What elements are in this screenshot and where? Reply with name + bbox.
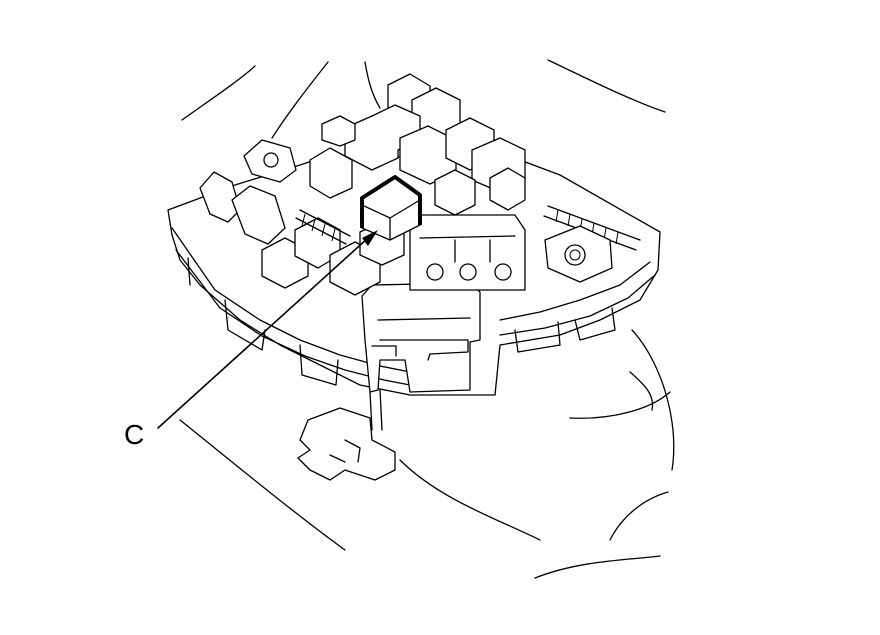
callout-leader-c [157,230,378,429]
battery-terminal [544,225,613,283]
highlighted-relay [360,175,422,241]
arrowhead-icon [362,230,378,246]
center-bracket [361,282,481,431]
relay-grid [261,73,526,296]
harness-connector [297,407,396,481]
left-clip-group [199,139,297,245]
right-connector-block [409,214,526,291]
callout-label-c: C [124,419,145,450]
engine-bay-context-lines [179,59,675,579]
